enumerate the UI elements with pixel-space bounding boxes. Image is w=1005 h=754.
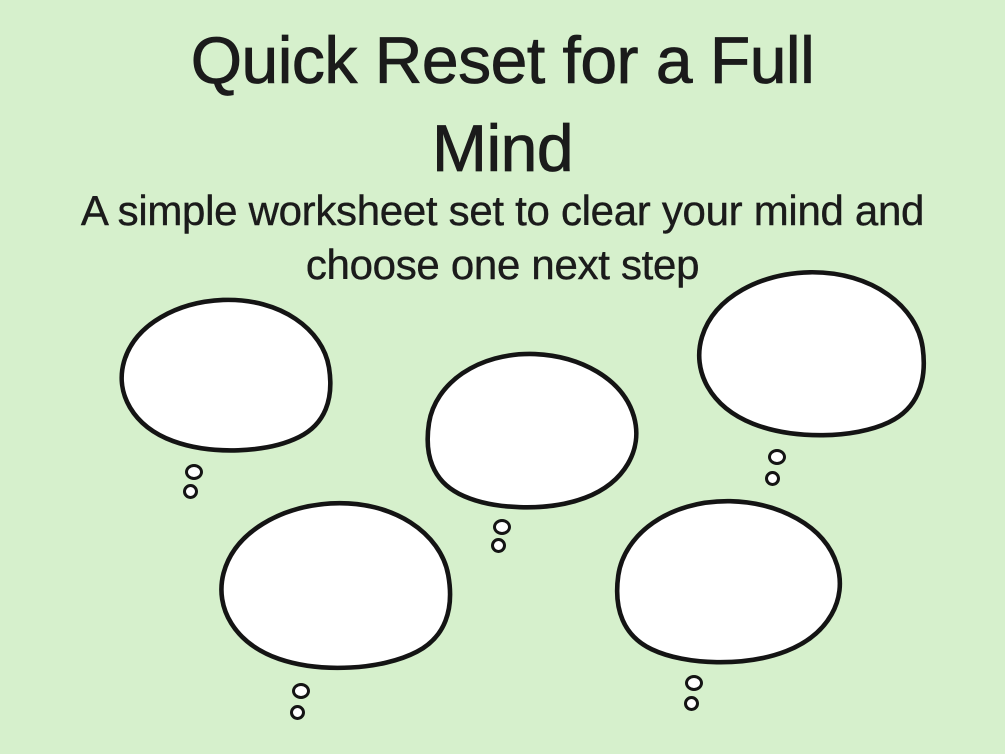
thought-dot-small [290, 705, 305, 720]
page-subtitle-line-1: A simple worksheet set to clear your min… [80, 187, 925, 234]
thought-dot-large [685, 675, 703, 691]
page-title-line-2: Mind [431, 111, 574, 186]
thought-bubble-outline [212, 496, 457, 675]
thought-dot-large [768, 449, 786, 465]
header: Quick Reset for a Full Mind A simple wor… [0, 0, 1005, 292]
thought-bubble-2 [423, 350, 643, 565]
thought-bubble-outline [611, 495, 849, 669]
thought-bubble-outline [690, 266, 931, 443]
page-subtitle: A simple worksheet set to clear your min… [0, 184, 1005, 292]
thought-bubble-3 [692, 268, 929, 493]
thought-dot-small [684, 696, 699, 711]
thought-bubble-5 [612, 497, 847, 723]
thought-dot-small [183, 484, 198, 499]
thought-bubble-1 [115, 296, 335, 511]
thought-bubble-4 [214, 499, 455, 729]
thought-dot-large [493, 519, 511, 535]
page-subtitle-line-2: choose one next step [305, 241, 700, 288]
thought-dot-small [491, 538, 506, 553]
thought-bubble-outline [423, 350, 643, 512]
thought-bubble-outline [115, 296, 335, 455]
thought-dot-large [292, 683, 310, 699]
thought-dot-large [185, 464, 203, 480]
thought-dot-small [765, 471, 780, 486]
page-title-line-1: Quick Reset for a Full [190, 23, 815, 98]
page-title: Quick Reset for a Full Mind [0, 0, 1005, 192]
